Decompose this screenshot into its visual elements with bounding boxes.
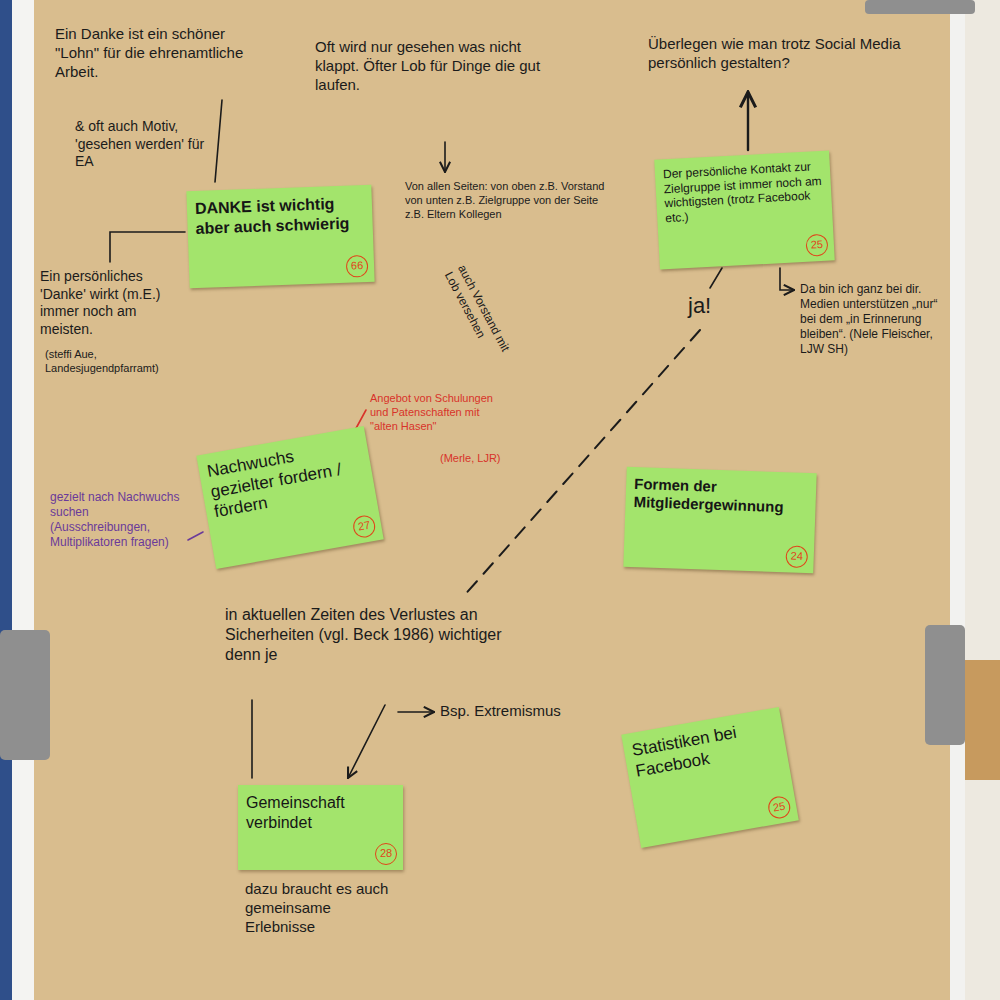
arrow — [747, 92, 749, 150]
note-text: Gemeinschaft verbindet — [238, 785, 403, 862]
note-text: DANKE ist wichtig aber auch schwierig — [186, 185, 374, 268]
vote-number: 28 — [375, 843, 397, 865]
handwritten-note: gezielt nach Nachwuchs suchen (Ausschrei… — [50, 490, 190, 550]
board-edge — [0, 0, 12, 1000]
note-text: Formen der Mitgliedergewinnung — [624, 467, 816, 548]
note-text: Nachwuchs gezielter fordern / fördern — [196, 426, 381, 554]
handwritten-note: Da bin ich ganz bei dir. Medien unterstü… — [800, 282, 950, 357]
handwritten-note: (Merle, LJR) — [440, 452, 501, 466]
paper-clip — [0, 630, 50, 760]
vote-number: 66 — [346, 255, 369, 278]
arrow — [348, 705, 385, 778]
note-text: Der persönliche Kontakt zur Zielgruppe i… — [654, 150, 834, 256]
handwritten-note: in aktuellen Zeiten des Verlustes an Sic… — [225, 605, 525, 665]
arrow — [444, 142, 446, 172]
kraft-paper — [34, 0, 952, 1000]
vote-number: 27 — [351, 514, 376, 539]
vote-number: 25 — [805, 234, 828, 257]
arrow — [780, 268, 794, 290]
handwritten-note: Von allen Seiten: von oben z.B. Vorstand… — [405, 180, 620, 221]
board-frame — [12, 0, 34, 1000]
table-edge — [965, 660, 1000, 780]
leader-line — [110, 232, 185, 262]
sticky-note: Formen der Mitgliedergewinnung24 — [623, 467, 816, 574]
handwritten-note: Angebot von Schulungen und Patenschaften… — [370, 392, 505, 433]
vote-number: 25 — [767, 795, 792, 820]
handwritten-note: Ein Danke ist ein schöner "Lohn" für die… — [55, 25, 255, 81]
leader-line — [215, 100, 222, 182]
handwritten-note: Oft wird nur gesehen was nicht klappt. Ö… — [315, 38, 555, 94]
handwritten-note: (steffi Aue, Landesjugendpfarramt) — [45, 348, 195, 376]
note-text: Statistiken bei Facebook — [621, 707, 792, 813]
handwritten-note: ja! — [688, 292, 711, 320]
handwritten-note: Bsp. Extremismus — [440, 702, 561, 721]
sticky-note: Nachwuchs gezielter fordern / fördern27 — [196, 426, 383, 569]
bracket-line — [251, 700, 253, 778]
vote-number: 24 — [785, 545, 808, 568]
handwritten-note: dazu braucht es auch gemeinsame Erlebnis… — [245, 880, 405, 936]
arrow — [398, 711, 434, 713]
sticky-note: Statistiken bei Facebook25 — [621, 707, 799, 848]
paper-clip — [865, 0, 975, 14]
handwritten-note: & oft auch Motiv, 'gesehen werden' für E… — [75, 118, 205, 171]
leader-line — [710, 268, 722, 288]
board-frame — [950, 0, 965, 1000]
handwritten-note: Überlegen wie man trotz Social Media per… — [648, 35, 948, 73]
leader-line — [188, 532, 203, 540]
handwritten-note: Ein persönliches 'Danke' wirkt (m.E.) im… — [40, 268, 180, 338]
paper-clip — [925, 625, 965, 745]
sticky-note: Gemeinschaft verbindet28 — [238, 785, 403, 870]
sticky-note: DANKE ist wichtig aber auch schwierig66 — [186, 185, 374, 288]
sticky-note: Der persönliche Kontakt zur Zielgruppe i… — [654, 150, 835, 269]
handwritten-note: auch Vorstand mit Lob versehen — [441, 262, 519, 373]
